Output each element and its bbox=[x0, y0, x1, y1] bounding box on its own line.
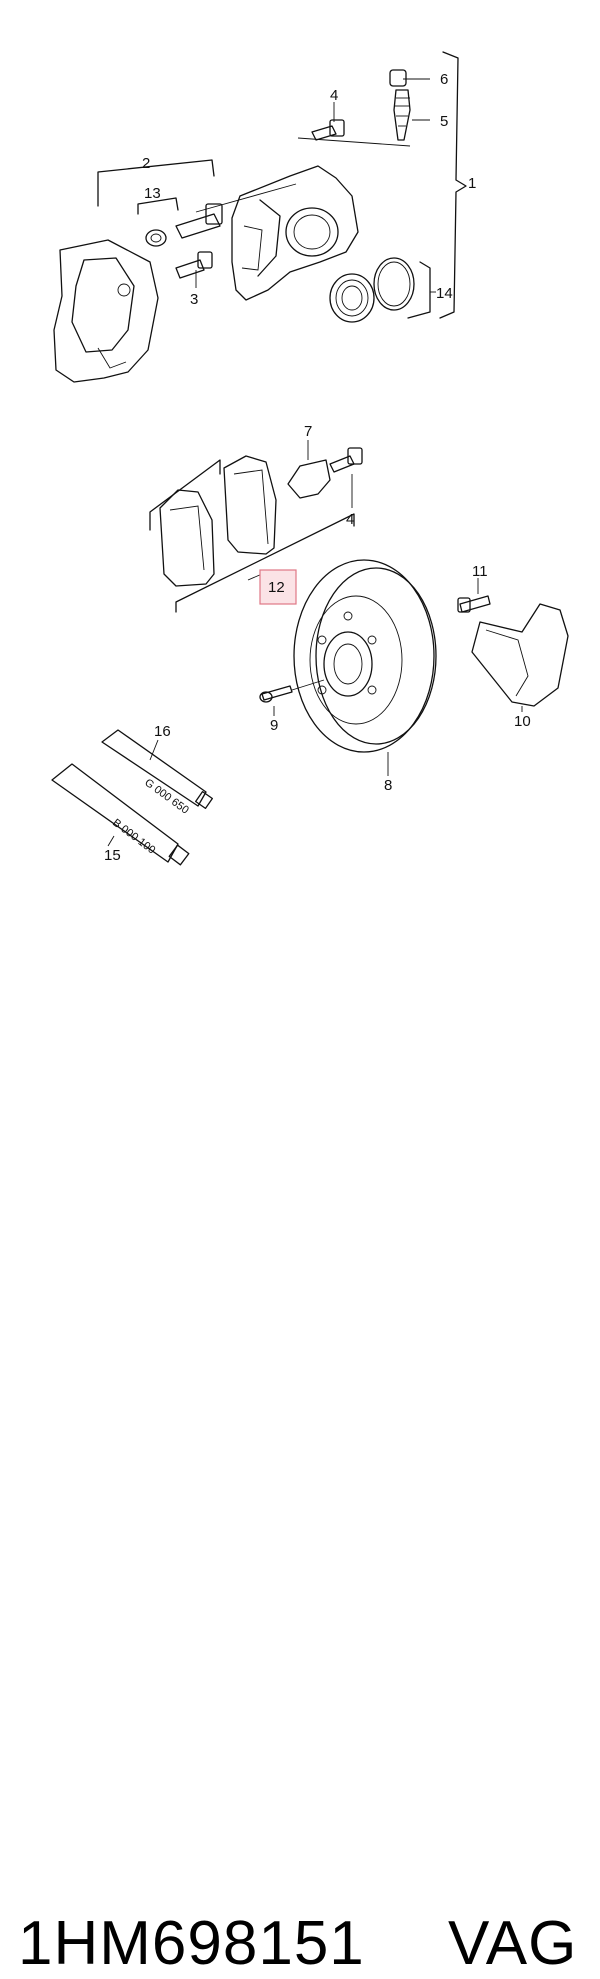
callout-14: 14 bbox=[436, 285, 453, 302]
callout-2: 2 bbox=[142, 155, 150, 172]
grease-tubes-group: G 000 650 B 000 100 bbox=[51, 729, 214, 866]
splash-shield-group bbox=[457, 578, 569, 712]
callout-5: 5 bbox=[440, 113, 448, 130]
footer: 1HM698151 VAG bbox=[0, 950, 600, 1978]
callout-12-highlight bbox=[259, 569, 297, 605]
callout-6: 6 bbox=[440, 71, 448, 88]
brand-name: VAG bbox=[448, 1909, 578, 1978]
callout-13: 13 bbox=[144, 185, 161, 202]
callout-7: 7 bbox=[304, 423, 312, 440]
callout-1: 1 bbox=[468, 175, 476, 192]
brake-disc-group bbox=[259, 559, 437, 776]
callout-12: 12 bbox=[268, 579, 285, 596]
caliper-assembly-group bbox=[53, 51, 467, 383]
callout-4-middle: 4 bbox=[346, 511, 354, 528]
callout-16: 16 bbox=[154, 723, 171, 740]
callout-8: 8 bbox=[384, 777, 392, 794]
brake-pads-group bbox=[149, 440, 363, 613]
callout-11: 11 bbox=[472, 563, 488, 580]
callout-3: 3 bbox=[190, 291, 198, 308]
part-number: 1HM698151 bbox=[18, 1909, 365, 1978]
callout-10: 10 bbox=[514, 713, 531, 730]
callout-9: 9 bbox=[270, 717, 278, 734]
brake-assembly-diagram: G 000 650 B 000 100 1 2 3 4 5 6 13 14 7 … bbox=[51, 51, 569, 866]
callout-15: 15 bbox=[104, 847, 121, 864]
callout-4-top: 4 bbox=[330, 87, 338, 104]
